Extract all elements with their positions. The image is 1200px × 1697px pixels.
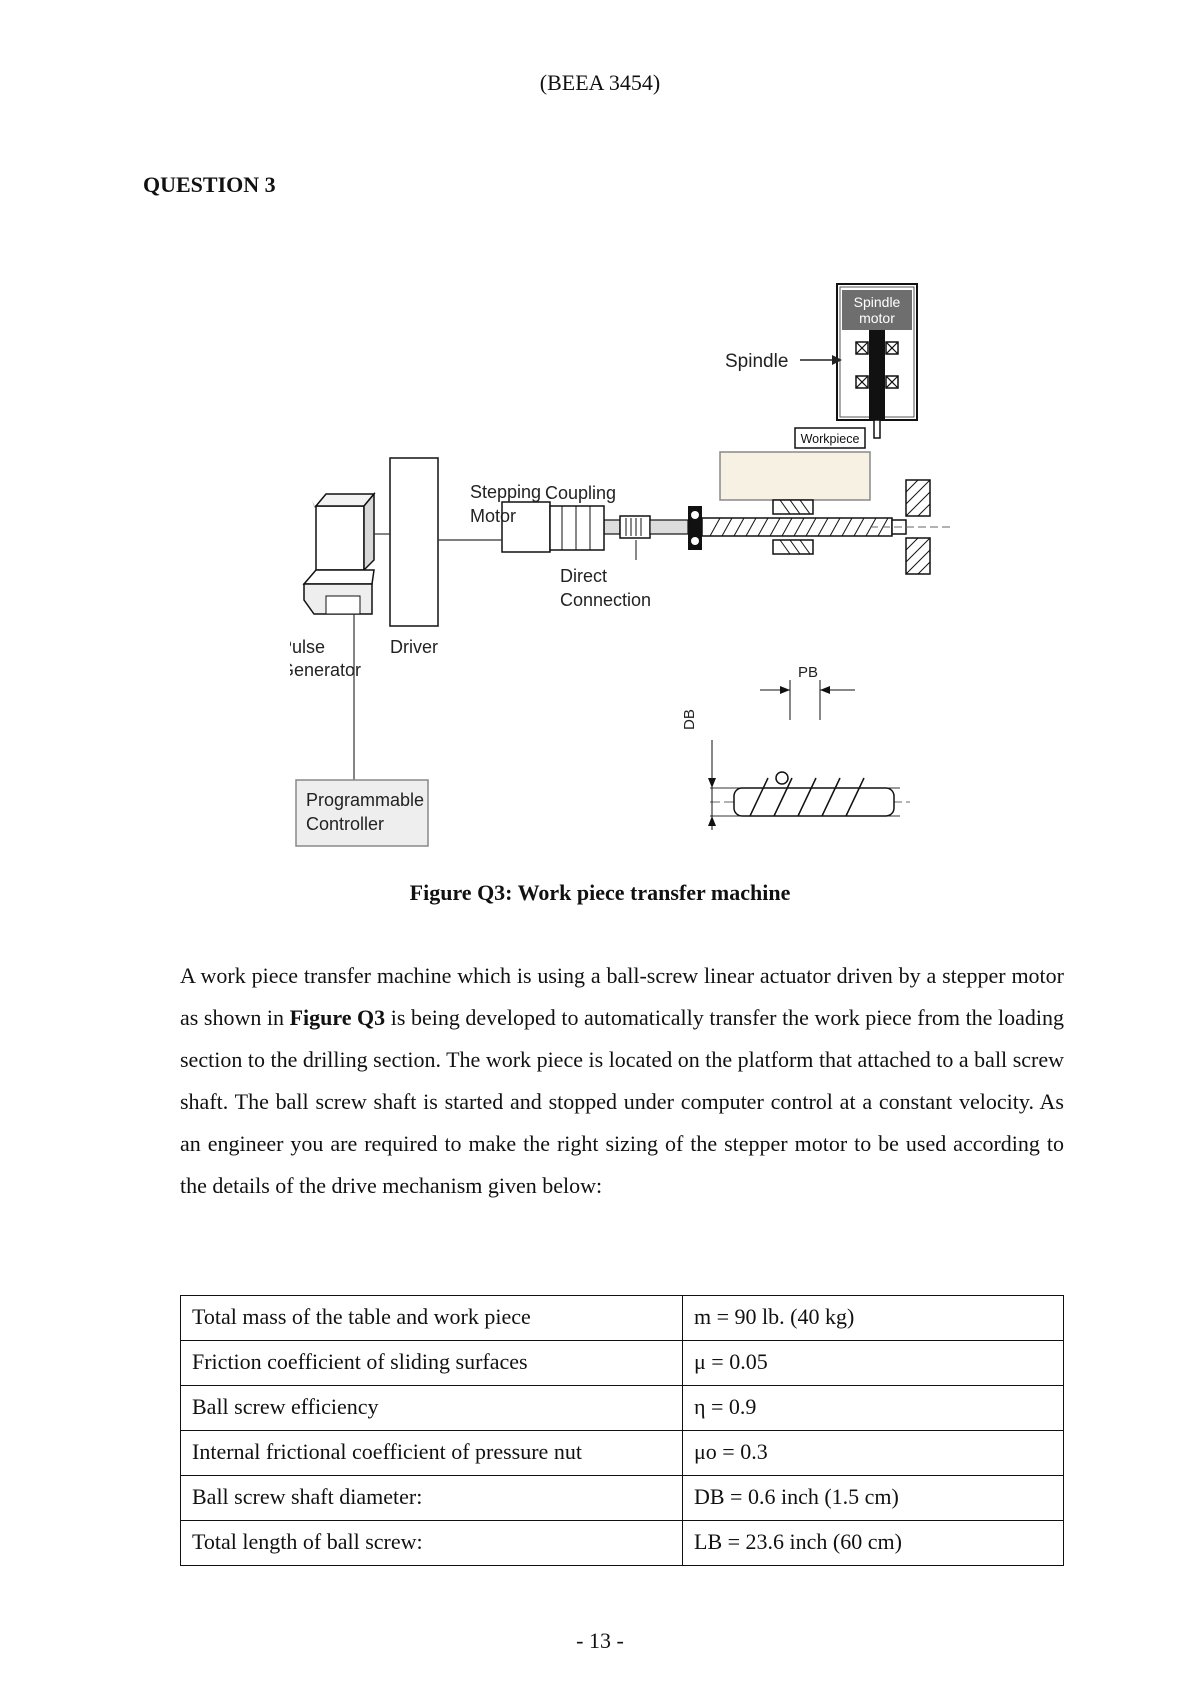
pulse-generator-label-1: Pulse (290, 637, 325, 657)
row-value: μ = 0.05 (682, 1340, 1064, 1386)
row-value: m = 90 lb. (40 kg) (682, 1295, 1064, 1341)
spindle-label: Spindle (725, 351, 788, 372)
ball-screw-detail (708, 680, 910, 830)
problem-text-1: A work piece transfer machine which is u… (180, 963, 1064, 1030)
figure-reference: Figure Q3 (289, 1005, 386, 1030)
spindle-motor-label-1: Spindle (854, 294, 901, 310)
spindle-motor-label-2: motor (859, 310, 895, 326)
work-piece-transfer-machine-diagram: Spindle motor Spindle Workpiece (290, 283, 950, 847)
row-value: η = 0.9 (682, 1385, 1064, 1431)
row-label: Total length of ball screw: (180, 1520, 683, 1566)
stepping-motor-label-1: Stepping (470, 482, 541, 502)
drive-mechanism-table: Total mass of the table and work piece m… (180, 1295, 1064, 1566)
table-row: Ball screw shaft diameter: DB = 0.6 inch… (180, 1475, 1064, 1521)
row-value: DB = 0.6 inch (1.5 cm) (682, 1475, 1064, 1521)
coupling (603, 515, 689, 539)
table-row: Ball screw efficiency η = 0.9 (180, 1385, 1064, 1431)
stepping-motor-label-2: Motor (470, 506, 516, 526)
row-label: Internal frictional coefficient of press… (180, 1430, 683, 1476)
pulse-generator-label-2: Generator (290, 660, 361, 680)
figure-caption: Figure Q3: Work piece transfer machine (409, 880, 791, 905)
direct-connection-label-1: Direct (560, 566, 607, 586)
ball-screw-shaft (701, 517, 950, 537)
pulse-generator (302, 491, 376, 615)
problem-statement: A work piece transfer machine which is u… (180, 955, 1064, 1207)
pitch-label: PB (798, 664, 818, 681)
row-label: Ball screw shaft diameter: (180, 1475, 683, 1521)
stepping-motor (501, 501, 605, 553)
workpiece-label: Workpiece (801, 432, 860, 446)
coupling-label: Coupling (545, 483, 616, 503)
row-value: LB = 23.6 inch (60 cm) (682, 1520, 1064, 1566)
nut-upper (772, 499, 814, 515)
nut-lower (772, 539, 814, 555)
right-support (905, 479, 931, 575)
problem-text-2: is being developed to automatically tran… (180, 1005, 1064, 1198)
programmable-controller-label-1: Programmable (306, 790, 424, 810)
spindle-motor: Spindle motor (836, 283, 918, 439)
driver-box (389, 457, 439, 627)
course-code: (BEEA 3454) (539, 70, 661, 95)
table-row: Total length of ball screw: LB = 23.6 in… (180, 1520, 1064, 1566)
driver-label: Driver (390, 637, 438, 657)
diameter-label: DB (681, 709, 698, 730)
bearing (688, 506, 702, 550)
programmable-controller-box (295, 779, 429, 847)
workpiece-tag (794, 427, 866, 449)
table-platform (719, 451, 871, 501)
table-row: Internal frictional coefficient of press… (180, 1430, 1064, 1476)
row-value: μo = 0.3 (682, 1430, 1064, 1476)
table-row: Total mass of the table and work piece m… (180, 1295, 1064, 1341)
question-title: QUESTION 3 (143, 172, 276, 197)
page-number: - 13 - (576, 1628, 624, 1653)
row-label: Ball screw efficiency (180, 1385, 683, 1431)
row-label: Total mass of the table and work piece (180, 1295, 683, 1341)
programmable-controller-label-2: Controller (306, 814, 384, 834)
row-label: Friction coefficient of sliding surfaces (180, 1340, 683, 1386)
table-row: Friction coefficient of sliding surfaces… (180, 1340, 1064, 1386)
direct-connection-label-2: Connection (560, 590, 651, 610)
